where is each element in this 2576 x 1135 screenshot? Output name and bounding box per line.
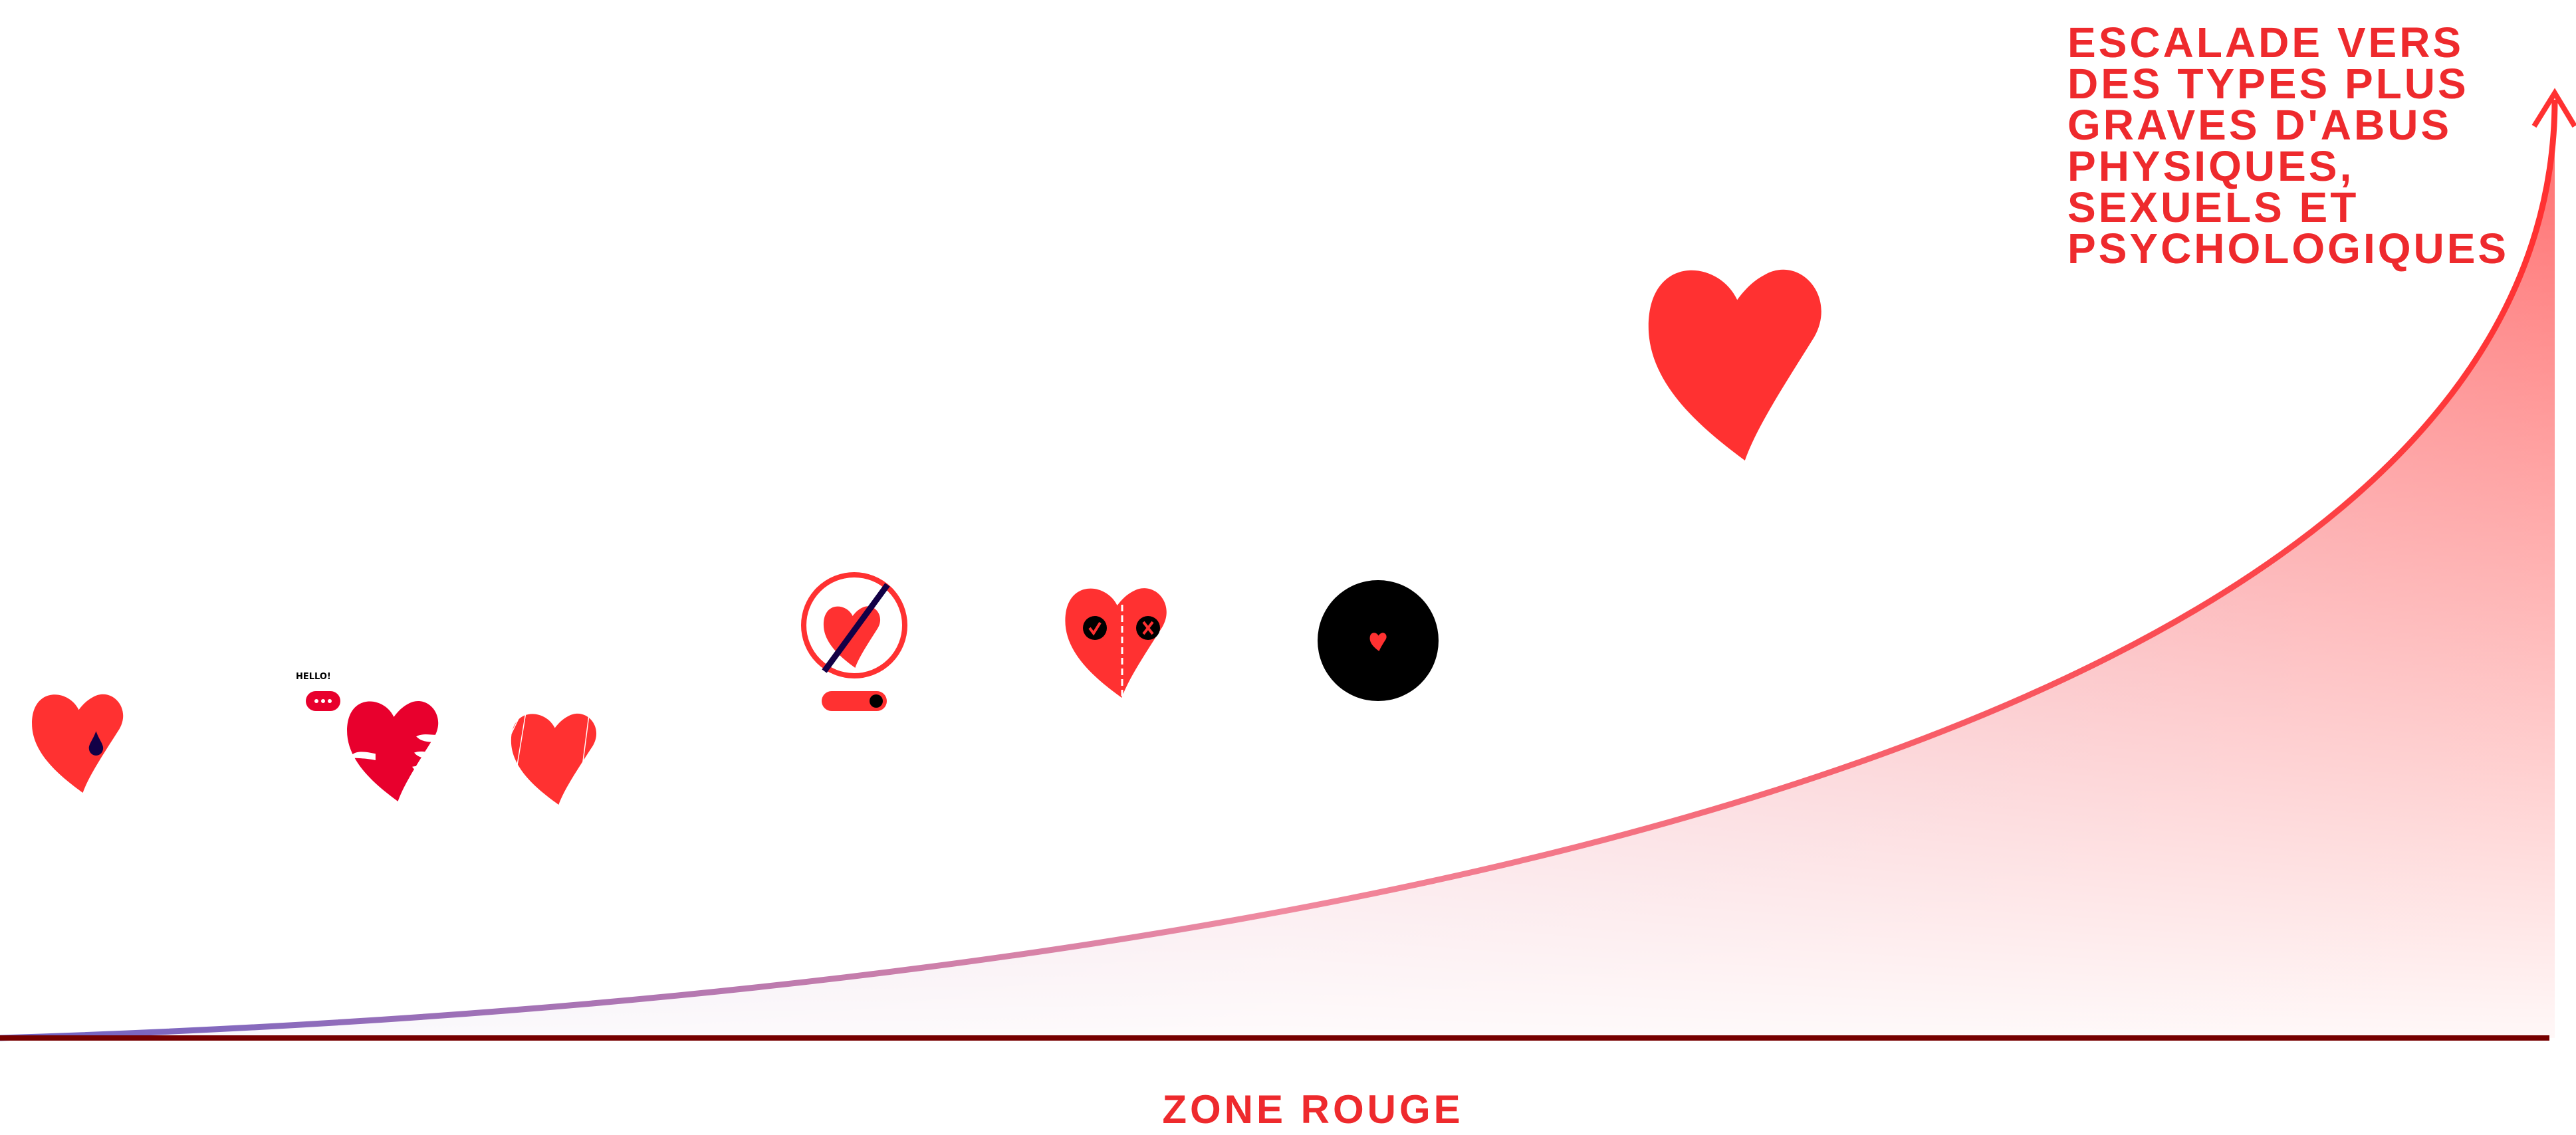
big-heart-icon [1648,269,1821,461]
black-circle-heart-icon [1318,580,1439,701]
prohibited-heart-icon [801,572,907,678]
chat-bubble-icon [306,691,340,711]
toggle-switch-icon [822,691,887,711]
title-line: DES TYPES PLUS [2067,60,2469,108]
title-line: SEXUELS ET [2067,183,2359,231]
check-icon [1083,616,1107,640]
title-line: PSYCHOLOGIQUES [2067,225,2509,272]
title-line: PHYSIQUES, [2067,142,2354,190]
hello-text: HELLO! [296,672,331,682]
title-line: GRAVES D'ABUS [2067,101,2452,149]
heart-drop-icon [32,694,124,793]
title-line: ESCALADE VERS [2067,19,2464,66]
cracked-heart-icon [511,709,597,805]
baseline [0,1035,2549,1041]
zone-rouge-label: ZONE ROUGE [1162,1087,1463,1132]
escalation-title: ESCALADE VERS DES TYPES PLUS GRAVES D'AB… [2067,19,2509,272]
split-heart-check-x-icon [1065,588,1167,698]
escalation-area-fade [0,100,2555,1038]
hand-grabbing-heart-icon [347,700,445,801]
escalation-arrow-icon [2531,88,2576,128]
escalation-curve [0,99,2558,1041]
